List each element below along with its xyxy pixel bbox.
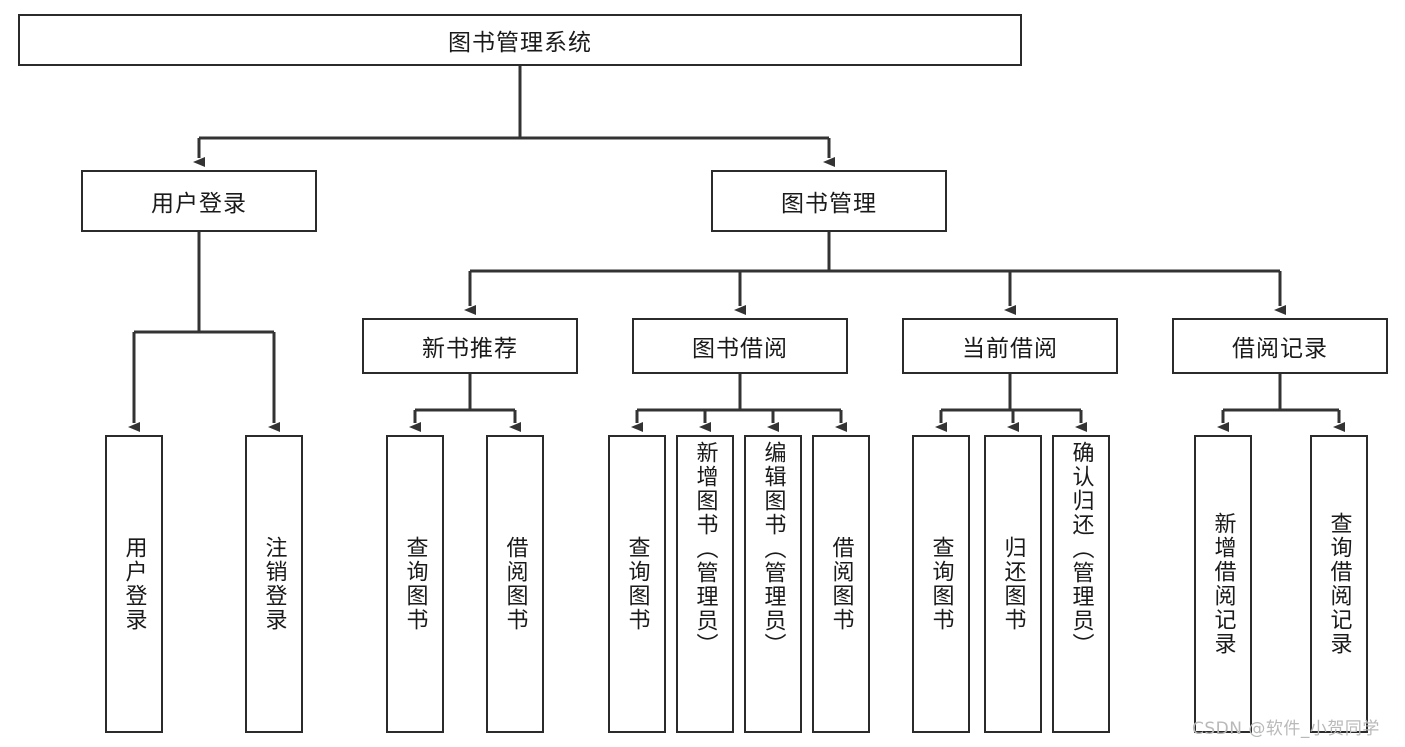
node-leaf-leaf-query-book-2[interactable]: 查询图书 — [608, 435, 666, 733]
node-label: 新增图书（管理员） — [692, 441, 718, 657]
node-label: 查询图书 — [402, 536, 428, 632]
node-l3-current-borrow[interactable]: 当前借阅 — [902, 318, 1118, 374]
node-label: 用户登录 — [151, 191, 247, 217]
node-label: 新增借阅记录 — [1210, 512, 1236, 656]
node-label: 新书推荐 — [422, 336, 518, 362]
node-leaf-leaf-edit-book[interactable]: 编辑图书（管理员） — [744, 435, 802, 733]
node-root-root[interactable]: 图书管理系统 — [18, 14, 1022, 66]
node-leaf-leaf-confirm-return[interactable]: 确认归还（管理员） — [1052, 435, 1110, 733]
node-label: 借阅图书 — [828, 536, 854, 632]
node-l2-book-manage[interactable]: 图书管理 — [711, 170, 947, 232]
node-label: 注销登录 — [261, 536, 287, 632]
node-leaf-leaf-borrow-book-2[interactable]: 借阅图书 — [812, 435, 870, 733]
node-label: 查询图书 — [624, 536, 650, 632]
node-leaf-leaf-user-login[interactable]: 用户登录 — [105, 435, 163, 733]
node-leaf-leaf-borrow-book-1[interactable]: 借阅图书 — [486, 435, 544, 733]
csdn-watermark: CSDN @软件_小贺同学 — [1192, 719, 1380, 739]
node-label: 确认归还（管理员） — [1068, 441, 1094, 657]
node-label: 借阅记录 — [1232, 336, 1328, 362]
node-label: 图书管理 — [781, 191, 877, 217]
node-leaf-leaf-user-logout[interactable]: 注销登录 — [245, 435, 303, 733]
node-label: 图书借阅 — [692, 336, 788, 362]
node-l3-new-book-rec[interactable]: 新书推荐 — [362, 318, 578, 374]
node-leaf-leaf-query-record[interactable]: 查询借阅记录 — [1310, 435, 1368, 733]
node-label: 图书管理系统 — [448, 30, 592, 56]
node-label: 编辑图书（管理员） — [760, 441, 786, 657]
node-leaf-leaf-add-book[interactable]: 新增图书（管理员） — [676, 435, 734, 733]
node-l3-borrow-records[interactable]: 借阅记录 — [1172, 318, 1388, 374]
node-label: 查询图书 — [928, 536, 954, 632]
node-label: 借阅图书 — [502, 536, 528, 632]
node-label: 归还图书 — [1000, 536, 1026, 632]
node-leaf-leaf-query-book-3[interactable]: 查询图书 — [912, 435, 970, 733]
node-leaf-leaf-query-book-1[interactable]: 查询图书 — [386, 435, 444, 733]
node-leaf-leaf-add-record[interactable]: 新增借阅记录 — [1194, 435, 1252, 733]
node-label: 当前借阅 — [962, 336, 1058, 362]
node-label: 查询借阅记录 — [1326, 512, 1352, 656]
node-leaf-leaf-return-book[interactable]: 归还图书 — [984, 435, 1042, 733]
node-l2-user-login[interactable]: 用户登录 — [81, 170, 317, 232]
node-label: 用户登录 — [121, 536, 147, 632]
node-l3-book-borrow[interactable]: 图书借阅 — [632, 318, 848, 374]
